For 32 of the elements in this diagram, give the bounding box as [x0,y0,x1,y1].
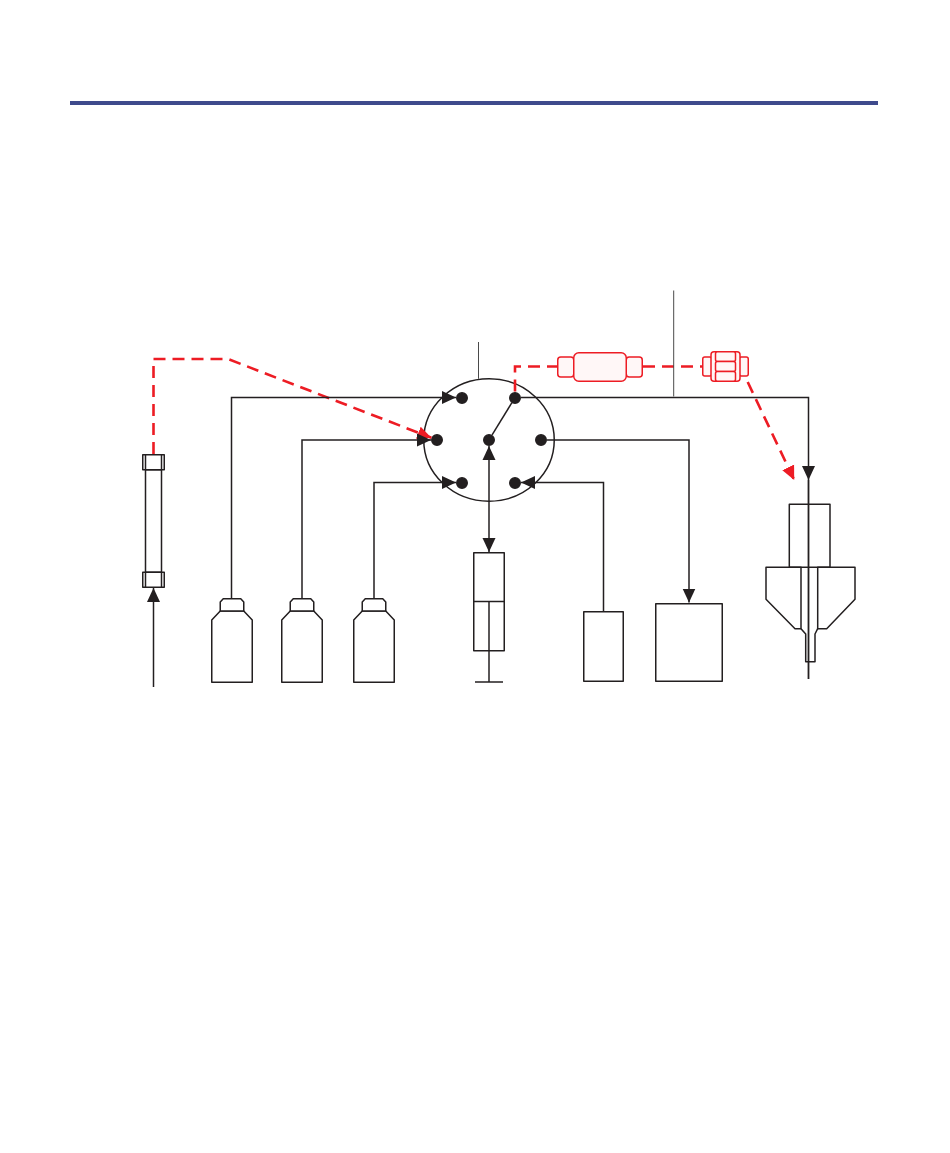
container-box [583,611,624,682]
dashed-line [643,365,702,368]
arrow [230,391,457,599]
dashed-arrow [152,357,432,454]
arrow [520,476,605,612]
arrow [147,587,160,688]
arrow [546,439,696,604]
arrow [520,396,815,481]
container-box [655,602,723,682]
valve-port [456,391,468,404]
connector-line [491,401,513,436]
syringe [473,552,505,683]
valve-body [423,378,555,502]
valve-port [509,391,521,404]
bottle [210,598,253,683]
column-tube [142,454,165,588]
valve-port [535,434,547,446]
valve-port [456,476,468,489]
leader-line [478,341,479,380]
dashed-line [513,365,557,392]
valve-port [483,434,495,446]
valve-port [431,434,443,446]
arrow [301,433,432,599]
union-fitting [702,351,749,382]
arrow [373,476,457,599]
dashed-arrow [746,381,796,481]
nebulizer [765,480,856,680]
double-arrow [482,445,496,553]
bottle [281,598,323,683]
filter-cartridge [557,351,643,382]
bottle [353,598,395,683]
valve-port [509,476,521,489]
